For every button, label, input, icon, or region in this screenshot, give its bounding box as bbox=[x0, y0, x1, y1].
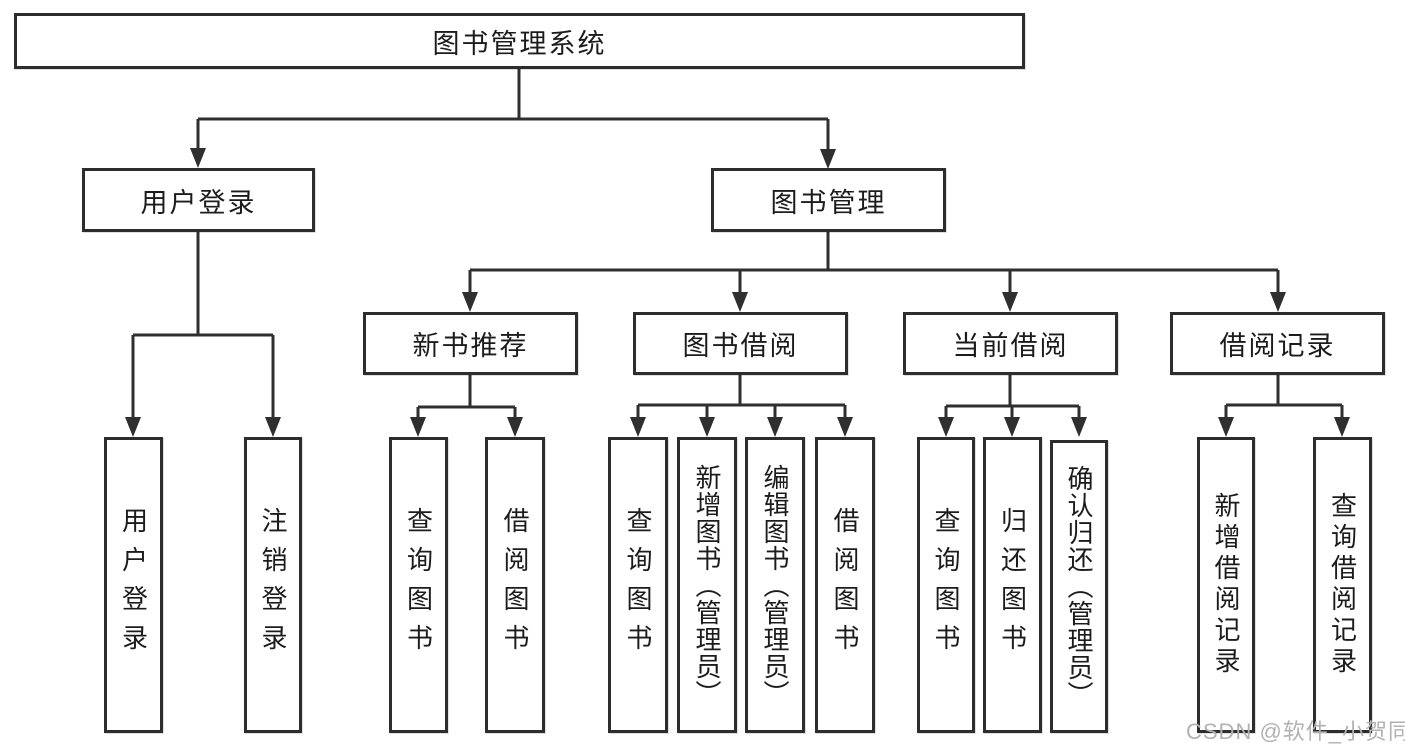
leaf-query-books-1-label: 查询图书 bbox=[403, 507, 434, 663]
leaf-user-login: 用户登录 bbox=[104, 437, 163, 733]
node-root-label: 图书管理系统 bbox=[432, 28, 607, 59]
leaf-return-books-label: 归还图书 bbox=[997, 507, 1028, 663]
leaf-edit-books-admin-label: 编辑图书（管理员） bbox=[760, 463, 790, 707]
leaf-borrow-books-2: 借阅图书 bbox=[815, 437, 875, 733]
leaf-add-borrow-record: 新增借阅记录 bbox=[1197, 437, 1255, 733]
node-user-login-label: 用户登录 bbox=[140, 187, 257, 218]
leaf-borrow-books-1-label: 借阅图书 bbox=[500, 507, 530, 663]
node-user-login: 用户登录 bbox=[82, 168, 315, 232]
leaf-query-borrow-record-label: 查询借阅记录 bbox=[1327, 492, 1358, 678]
node-new-book-recommend: 新书推荐 bbox=[363, 312, 578, 375]
leaf-add-books-admin: 新增图书（管理员） bbox=[677, 437, 737, 733]
leaf-query-books-1: 查询图书 bbox=[389, 437, 448, 733]
leaf-add-books-admin-label: 新增图书（管理员） bbox=[692, 463, 722, 707]
leaf-borrow-books-1: 借阅图书 bbox=[485, 437, 545, 733]
leaf-confirm-return-admin-label: 确认归还（管理员） bbox=[1064, 465, 1094, 708]
csdn-watermark: CSDN @软件_小贺同学 bbox=[1186, 719, 1405, 744]
leaf-confirm-return-admin: 确认归还（管理员） bbox=[1050, 440, 1108, 733]
leaf-edit-books-admin: 编辑图书（管理员） bbox=[745, 437, 805, 733]
leaf-query-books-2-label: 查询图书 bbox=[623, 507, 653, 663]
leaf-return-books: 归还图书 bbox=[983, 437, 1042, 733]
leaf-logout-label: 注销登录 bbox=[258, 507, 288, 663]
node-new-book-recommend-label: 新书推荐 bbox=[412, 331, 529, 361]
node-borrow-records-label: 借阅记录 bbox=[1219, 331, 1336, 361]
leaf-borrow-books-2-label: 借阅图书 bbox=[830, 507, 860, 663]
node-current-borrow-label: 当前借阅 bbox=[952, 331, 1069, 361]
leaf-query-books-3-label: 查询图书 bbox=[931, 507, 961, 663]
leaf-user-login-label: 用户登录 bbox=[118, 507, 149, 663]
node-current-borrow: 当前借阅 bbox=[903, 312, 1118, 375]
node-borrow-records: 借阅记录 bbox=[1170, 312, 1385, 375]
node-book-borrow-label: 图书借阅 bbox=[682, 331, 799, 361]
node-book-management-label: 图书管理 bbox=[770, 187, 887, 218]
leaf-query-books-3: 查询图书 bbox=[917, 437, 975, 733]
leaf-query-books-2: 查询图书 bbox=[608, 437, 668, 733]
leaf-add-borrow-record-label: 新增借阅记录 bbox=[1211, 492, 1241, 678]
leaf-logout: 注销登录 bbox=[244, 437, 302, 733]
node-root: 图书管理系统 bbox=[14, 13, 1025, 69]
leaf-query-borrow-record: 查询借阅记录 bbox=[1313, 437, 1372, 733]
node-book-borrow: 图书借阅 bbox=[633, 312, 848, 375]
node-book-management: 图书管理 bbox=[711, 168, 946, 232]
